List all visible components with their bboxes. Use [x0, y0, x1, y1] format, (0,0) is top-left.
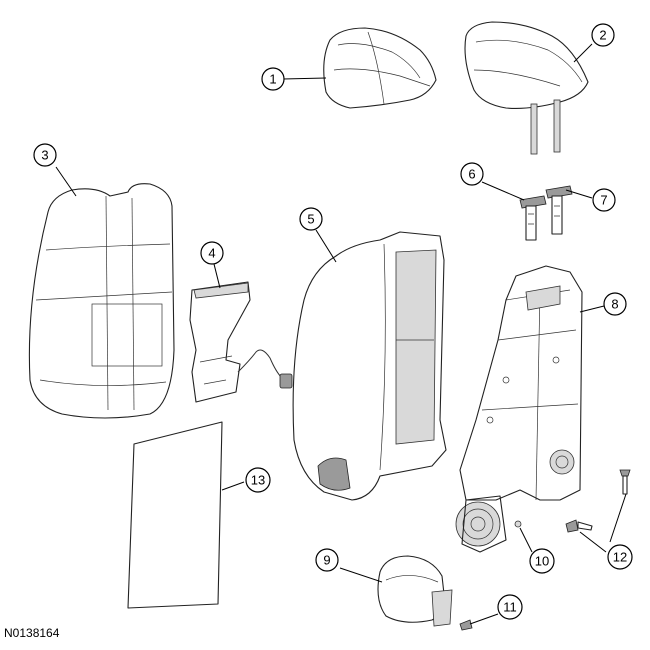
- callout-1-label: 1: [269, 72, 276, 87]
- figure-id: N0138164: [4, 626, 60, 640]
- callout-1: 1: [261, 67, 285, 91]
- part-13-back-panel: [127, 421, 223, 609]
- part-9-recliner-cover: [377, 555, 453, 627]
- callout-4-label: 4: [208, 246, 215, 261]
- callout-11: 11: [497, 594, 523, 620]
- callout-2: 2: [591, 23, 615, 47]
- callout-12: 12: [607, 544, 633, 570]
- part-5-seat-back-cushion: [292, 231, 447, 501]
- callout-10: 10: [529, 548, 555, 574]
- callout-9-label: 9: [323, 553, 330, 568]
- part-4-lumbar-support: [189, 281, 293, 403]
- callout-3-label: 3: [41, 148, 48, 163]
- callout-10-label: 10: [535, 554, 549, 569]
- callout-7-label: 7: [600, 193, 607, 208]
- callout-13-label: 13: [251, 473, 265, 488]
- callout-8: 8: [603, 292, 627, 316]
- callout-8-label: 8: [611, 297, 618, 312]
- callout-4: 4: [200, 241, 224, 265]
- part-6-guide-sleeve: [519, 195, 547, 241]
- callout-5-label: 5: [307, 212, 314, 227]
- part-11-screw: [459, 619, 473, 631]
- part-10-nut: [514, 520, 522, 528]
- part-2-headrest: [464, 21, 589, 155]
- part-1-headrest-cover: [323, 27, 437, 109]
- part-8-seat-back-frame: [455, 265, 583, 553]
- part-12-bolts: [565, 469, 631, 533]
- callout-7: 7: [592, 188, 616, 212]
- part-3-seat-back-cover: [28, 183, 175, 419]
- callout-9: 9: [315, 548, 339, 572]
- callout-3: 3: [33, 143, 57, 167]
- callout-13: 13: [245, 467, 271, 493]
- callout-11-label: 11: [503, 600, 517, 615]
- leader-lines: [55, 43, 627, 625]
- callout-6-label: 6: [468, 167, 475, 182]
- callout-5: 5: [299, 207, 323, 231]
- callout-12-label: 12: [613, 550, 627, 565]
- callout-6: 6: [460, 162, 484, 186]
- callout-2-label: 2: [599, 28, 606, 43]
- part-7-guide-sleeve: [545, 185, 573, 235]
